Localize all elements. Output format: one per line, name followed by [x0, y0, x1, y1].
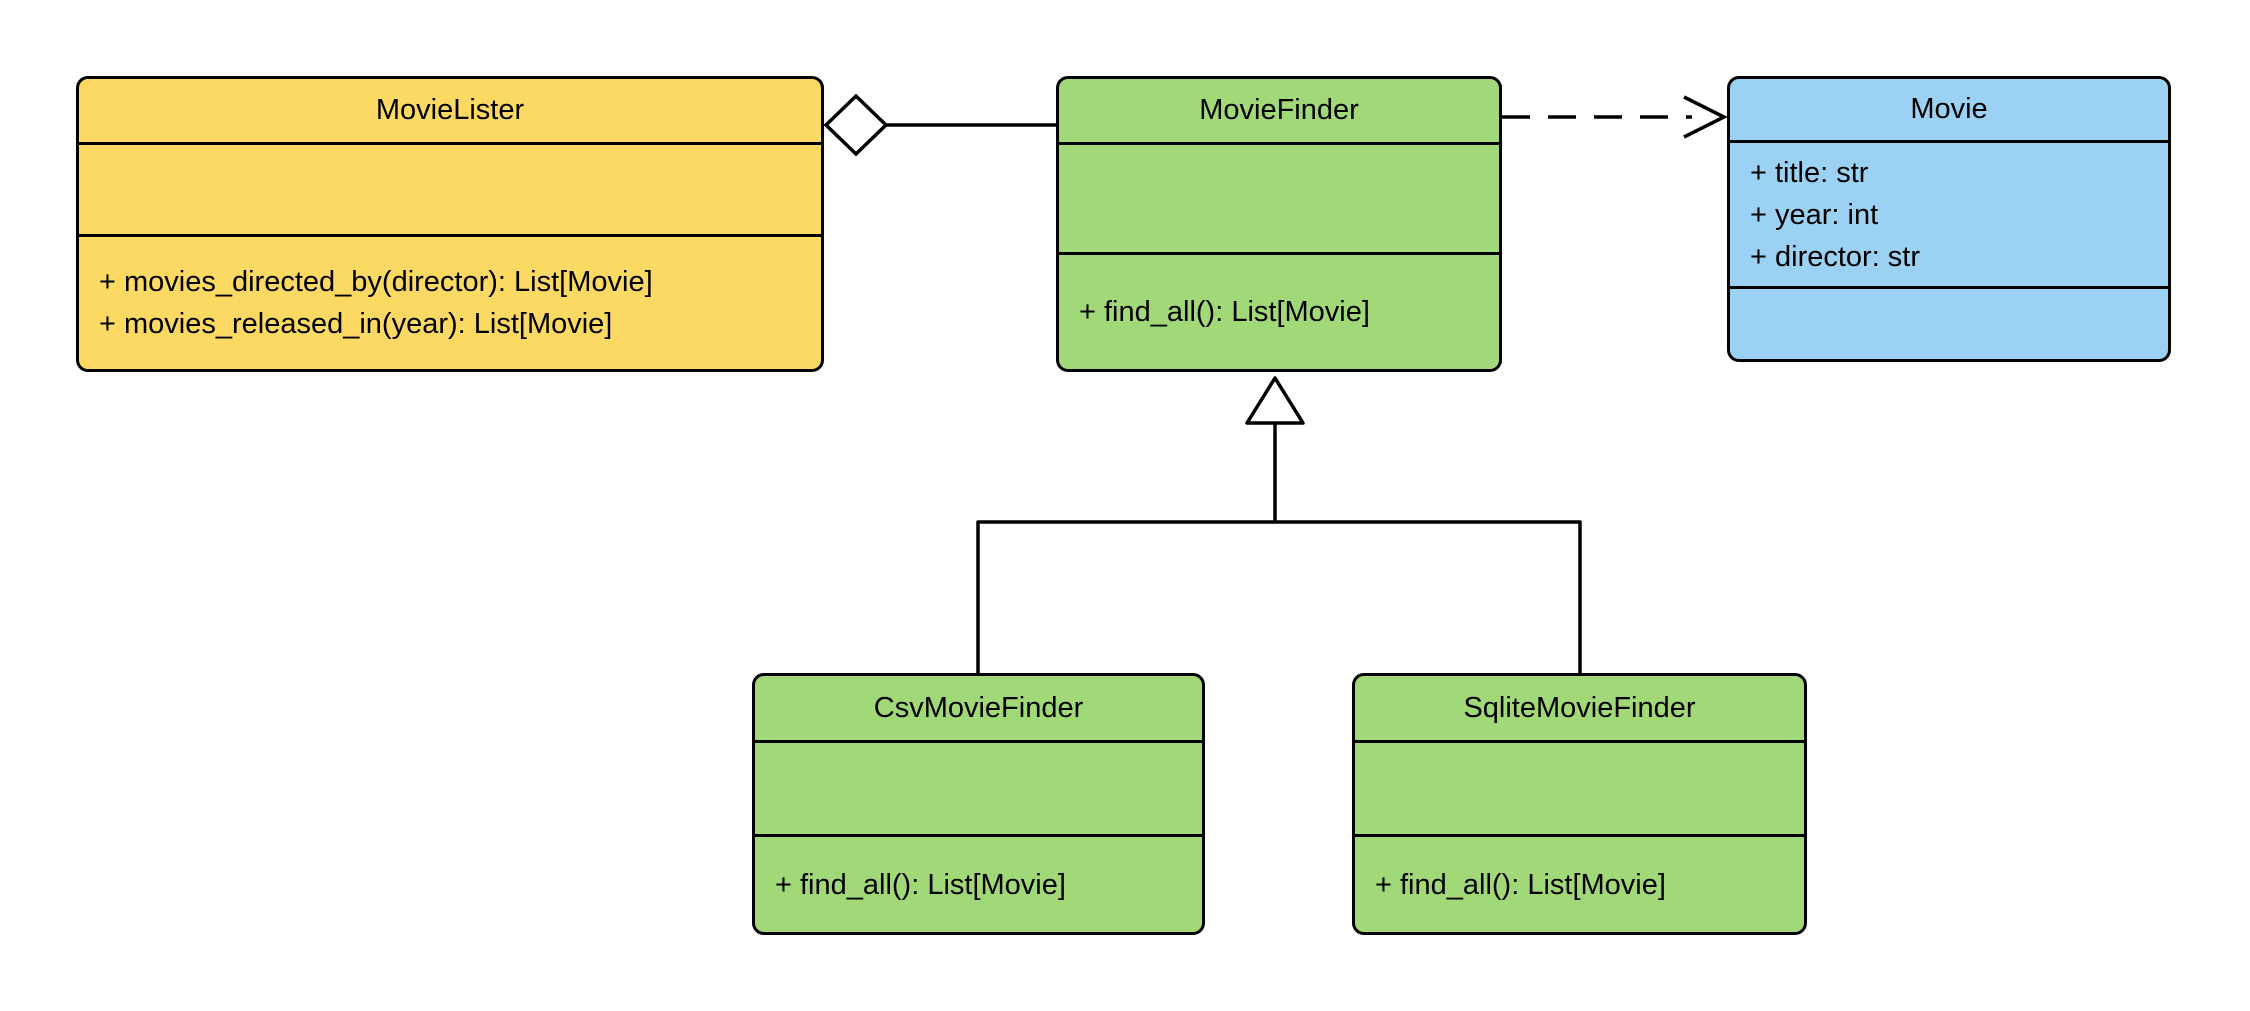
- class-movie-methods: [1730, 289, 2168, 359]
- class-movielister-attributes: [79, 145, 821, 237]
- class-csvmoviefinder-attributes: [755, 743, 1202, 837]
- inheritance-triangle-icon: [1245, 376, 1305, 425]
- class-sqlitemoviefinder-attributes: [1355, 743, 1804, 837]
- class-movie: Movie + title: str + year: int + directo…: [1727, 76, 2171, 362]
- class-moviefinder: MovieFinder + find_all(): List[Movie]: [1056, 76, 1502, 372]
- class-moviefinder-title: MovieFinder: [1059, 79, 1499, 145]
- attribute-director: + director: str: [1750, 240, 1921, 273]
- class-moviefinder-methods: + find_all(): List[Movie]: [1059, 255, 1499, 369]
- open-arrowhead-icon: [1683, 95, 1728, 139]
- inheritance-connector: [976, 376, 1582, 673]
- class-csvmoviefinder-methods: + find_all(): List[Movie]: [755, 837, 1202, 932]
- class-movie-attributes: + title: str + year: int + director: str: [1730, 143, 2168, 289]
- aggregation-diamond-icon: [823, 93, 889, 157]
- aggregation-connector: [823, 93, 1056, 157]
- method-find-all: + find_all(): List[Movie]: [775, 868, 1066, 901]
- attribute-title: + title: str: [1750, 156, 1869, 189]
- method-find-all: + find_all(): List[Movie]: [1375, 868, 1666, 901]
- class-csvmoviefinder: CsvMovieFinder + find_all(): List[Movie]: [752, 673, 1205, 935]
- dependency-connector: [1502, 95, 1728, 139]
- class-csvmoviefinder-title: CsvMovieFinder: [755, 676, 1202, 743]
- attribute-year: + year: int: [1750, 198, 1879, 231]
- class-movielister: MovieLister + movies_directed_by(directo…: [76, 76, 824, 372]
- class-sqlitemoviefinder-title: SqliteMovieFinder: [1355, 676, 1804, 743]
- method-movies-directed-by: + movies_directed_by(director): List[Mov…: [99, 266, 653, 298]
- class-sqlitemoviefinder-methods: + find_all(): List[Movie]: [1355, 837, 1804, 932]
- class-movielister-title: MovieLister: [79, 79, 821, 145]
- class-sqlitemoviefinder: SqliteMovieFinder + find_all(): List[Mov…: [1352, 673, 1807, 935]
- class-moviefinder-attributes: [1059, 145, 1499, 255]
- method-movies-released-in: + movies_released_in(year): List[Movie]: [99, 308, 613, 340]
- method-find-all: + find_all(): List[Movie]: [1079, 296, 1370, 328]
- class-movielister-methods: + movies_directed_by(director): List[Mov…: [79, 237, 821, 369]
- class-movie-title: Movie: [1730, 79, 2168, 143]
